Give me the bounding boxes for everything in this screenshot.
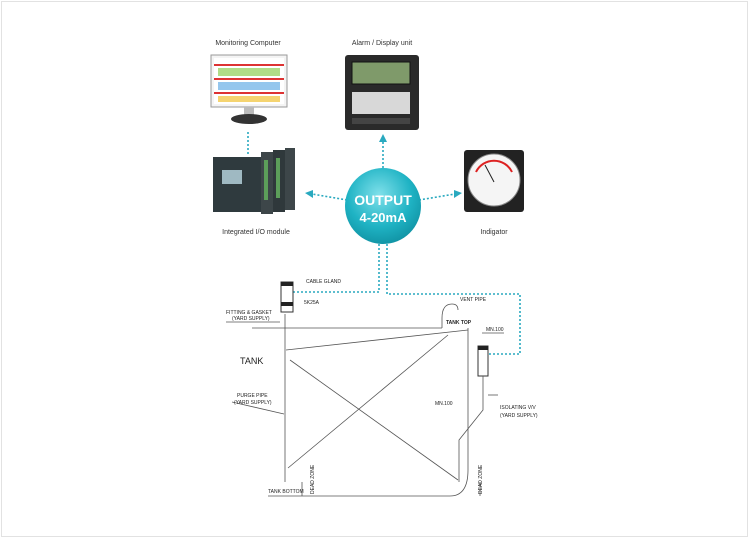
purge-pipe-label: PURGE PIPE [237,393,268,399]
min100-top-label: MN.100 [486,327,504,333]
vent-pipe-label: VENT PIPE [460,297,487,303]
indicator-label: Indigator [480,229,508,236]
io-module-label: Integrated I/O module [222,229,290,236]
alarm-display-label: Alarm / Display unit [352,40,412,47]
sk25a-label: 5K25A [304,300,320,306]
purge-supply-label: (YARD SUPPLY) [234,400,272,406]
tank-label: TANK [240,356,263,366]
tank-bottom-label: TANK BOTTOM [268,489,304,495]
dead-zone-label-right: DEAD ZONE [478,464,484,494]
min100-side-label: MN.100 [435,401,453,407]
alarm-display-image [345,55,419,130]
fitting-supply-label: (YARD SUPPLY) [232,316,270,322]
output-range: 4-20mA [360,210,408,225]
tank-top-label: TANK TOP [446,320,472,326]
io-module-image [213,148,295,214]
cable-gland-label: CABLE GLAND [306,279,341,285]
isolating-supply-label: (YARD SUPPLY) [500,413,538,419]
monitoring-computer-image [210,54,288,124]
output-badge: OUTPUT 4-20mA [345,168,421,244]
signal-lines [247,132,521,355]
isolating-valve-label: ISOLATING V/V [500,405,536,411]
indicator-gauge-image [464,150,524,212]
dead-zone-label-left: DEAD ZONE [310,464,316,494]
tank-drawing [226,281,504,497]
output-label: OUTPUT [354,192,412,208]
monitoring-computer-label: Monitoring Computer [215,40,281,47]
fitting-label: FITTING & GASKET [226,310,272,316]
